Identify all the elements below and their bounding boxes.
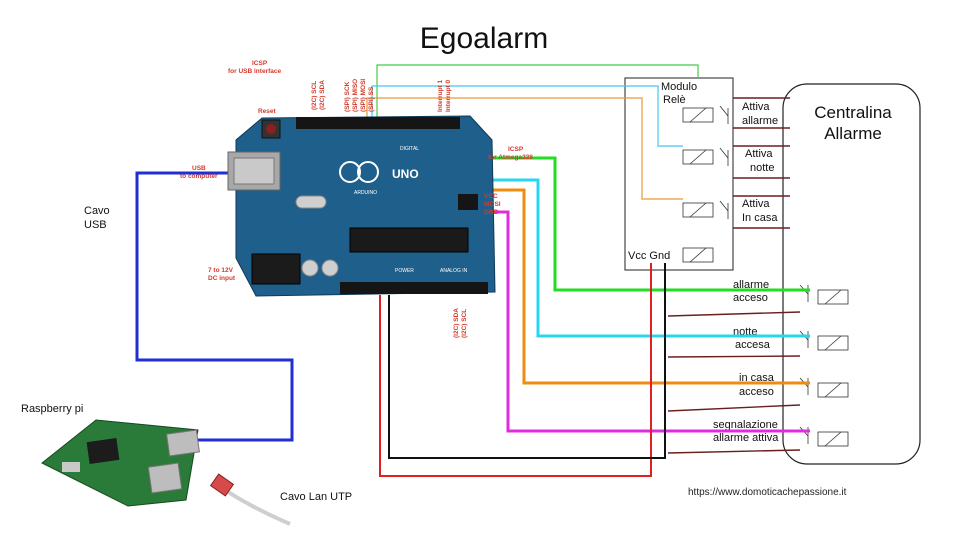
output-label-3a: Attiva — [742, 198, 770, 210]
usb-to-computer-line1: USB — [192, 165, 206, 172]
output-label-2a: Attiva — [745, 148, 773, 160]
svg-text:DIGITAL: DIGITAL — [400, 146, 419, 152]
icsp-pin-vcc: VCC — [484, 193, 498, 200]
icsp-usb-label-line2: for USB interface — [228, 68, 281, 75]
relay-4 — [682, 247, 714, 263]
wire-red-5v — [379, 263, 652, 477]
usb-to-computer-line2: to computer — [180, 173, 218, 180]
svg-text:UNO: UNO — [392, 167, 419, 181]
output-label-2b: notte — [750, 162, 774, 174]
input-label-1b: acceso — [733, 292, 768, 304]
relay-module-power: Vcc Gnd — [628, 250, 670, 262]
relay-3 — [682, 200, 729, 219]
svg-text:(I2C) SCL: (I2C) SCL — [311, 81, 318, 110]
icsp-usb-label-line1: ICSP — [252, 60, 268, 67]
icsp-pin-gnd: GND — [484, 209, 499, 216]
relay-output-wires — [733, 97, 790, 229]
panel-relay-3 — [799, 377, 849, 398]
atmega-chip — [349, 227, 469, 253]
alarm-panel-title-line1: Centralina — [814, 103, 892, 122]
input-label-3b: acceso — [739, 386, 774, 398]
alarm-panel-box — [782, 83, 921, 465]
wire-thin-cyan — [371, 85, 683, 147]
input-label-2b: accesa — [735, 339, 771, 351]
dc-input-line1: 7 to 12V — [208, 267, 234, 274]
svg-text:(SPI) SS: (SPI) SS — [368, 86, 375, 112]
website-url[interactable]: https://www.domoticachepassione.it — [688, 487, 847, 498]
output-label-3b: In casa — [742, 212, 778, 224]
arduino-dc-jack — [251, 253, 301, 285]
lan-cable — [209, 473, 291, 526]
input-label-4b: allarme attiva — [713, 432, 779, 444]
wire-thin-green — [376, 64, 699, 117]
usb-cable-label-line2: USB — [84, 219, 107, 231]
output-label-1b: allarme — [742, 115, 778, 127]
relay-module-title-line1: Modulo — [661, 81, 697, 93]
raspberry-pi-board — [41, 419, 200, 507]
svg-text:(SPI) MISO: (SPI) MISO — [352, 79, 359, 112]
input-label-1a: allarme — [733, 279, 769, 291]
relay-module-box — [624, 77, 734, 271]
input-return-wires — [667, 311, 801, 454]
relay-1 — [682, 105, 729, 124]
svg-text:Interrupt 1: Interrupt 1 — [437, 79, 444, 112]
svg-text:(I2C) SCL: (I2C) SCL — [461, 309, 468, 338]
spi-labels: (I2C) SCL (I2C) SDA (SPI) SCK (SPI) MISO… — [311, 79, 468, 338]
svg-text:(I2C) SDA: (I2C) SDA — [319, 80, 326, 110]
lan-cable-label: Cavo Lan UTP — [280, 491, 352, 503]
input-label-4a: segnalazione — [713, 419, 778, 431]
wire-usb — [135, 171, 294, 442]
usb-cable-label-line1: Cavo — [84, 205, 110, 217]
reset-label: Reset — [258, 108, 277, 115]
power-analog-header — [340, 282, 488, 294]
svg-text:(I2C) SDA: (I2C) SDA — [453, 308, 460, 338]
svg-text:Interrupt 0: Interrupt 0 — [445, 79, 452, 112]
svg-text:POWER: POWER — [395, 268, 414, 274]
svg-text:(SPI) MOSI: (SPI) MOSI — [360, 79, 367, 112]
output-label-1a: Attiva — [742, 101, 770, 113]
input-label-3a: in casa — [739, 372, 775, 384]
panel-relay-1 — [799, 284, 849, 305]
icsp-pin-mosi: MOSI — [484, 201, 501, 208]
svg-text:ARDUINO: ARDUINO — [354, 190, 377, 196]
wire-thin-orange — [366, 97, 683, 200]
alarm-panel-title-line2: Allarme — [824, 124, 882, 143]
dc-input-line2: DC input — [208, 275, 236, 282]
digital-header — [296, 117, 460, 129]
icsp-atmega-line2: for Atmega328 — [488, 154, 533, 161]
svg-text:(SPI) SCK: (SPI) SCK — [344, 81, 351, 112]
wire-black-gnd — [388, 263, 666, 459]
relay-2 — [682, 147, 729, 166]
relay-module-title-line2: Relè — [663, 94, 686, 106]
svg-text:ANALOG IN: ANALOG IN — [440, 268, 468, 274]
panel-relay-2 — [799, 330, 849, 351]
diagram-title: Egoalarm — [420, 22, 548, 55]
icsp-atmega-line1: ICSP — [508, 146, 524, 153]
raspberry-label: Raspberry pi — [21, 403, 83, 415]
arduino-board: ARDUINO UNO DIGITAL POWER ANALOG IN — [227, 115, 496, 297]
